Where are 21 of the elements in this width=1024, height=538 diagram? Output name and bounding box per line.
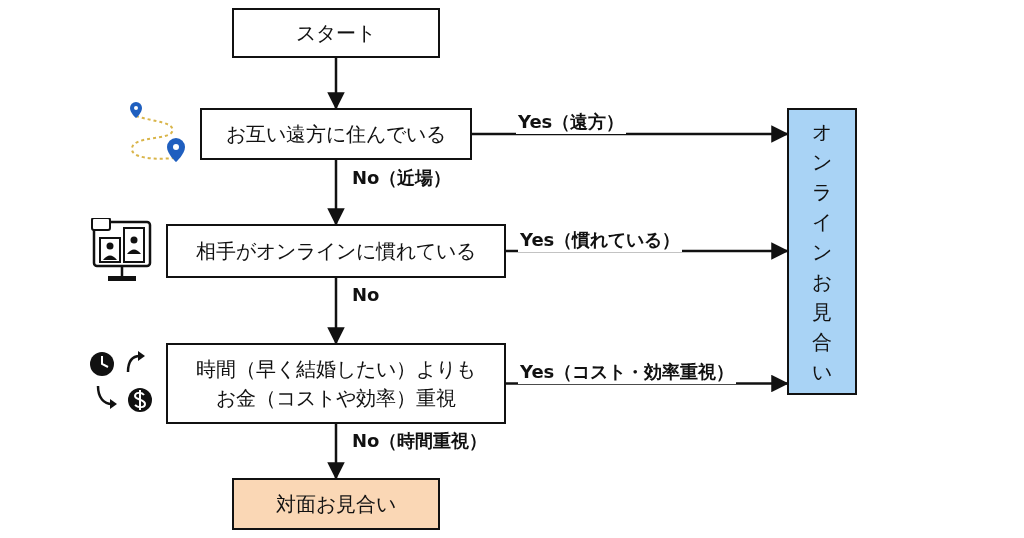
arrow [327,278,345,345]
arrow [327,424,345,480]
node-text: 相手がオンラインに慣れている [196,237,476,265]
arrow [472,125,789,143]
edge-label: Yes（コスト・効率重視） [518,360,737,384]
arrow [327,58,345,110]
process-box [166,224,506,278]
vertical-result-box [787,108,857,395]
result-box [232,478,440,530]
edge-label: Yes（慣れている） [518,228,683,252]
node-text: 対面お見合い [276,490,396,518]
node-text: スタート [296,19,376,47]
process-box [200,108,472,160]
process-box [166,343,506,424]
node-text: お互い遠方に住んでいる [226,120,446,148]
node-text: オンラインお見合い [811,118,833,386]
start-box [232,8,440,58]
node-text: 時間（早く結婚したい）よりもお金（コストや効率）重視 [195,355,477,412]
arrow [506,374,789,393]
edge-label: Yes（遠方） [516,110,627,134]
arrow [327,160,345,226]
